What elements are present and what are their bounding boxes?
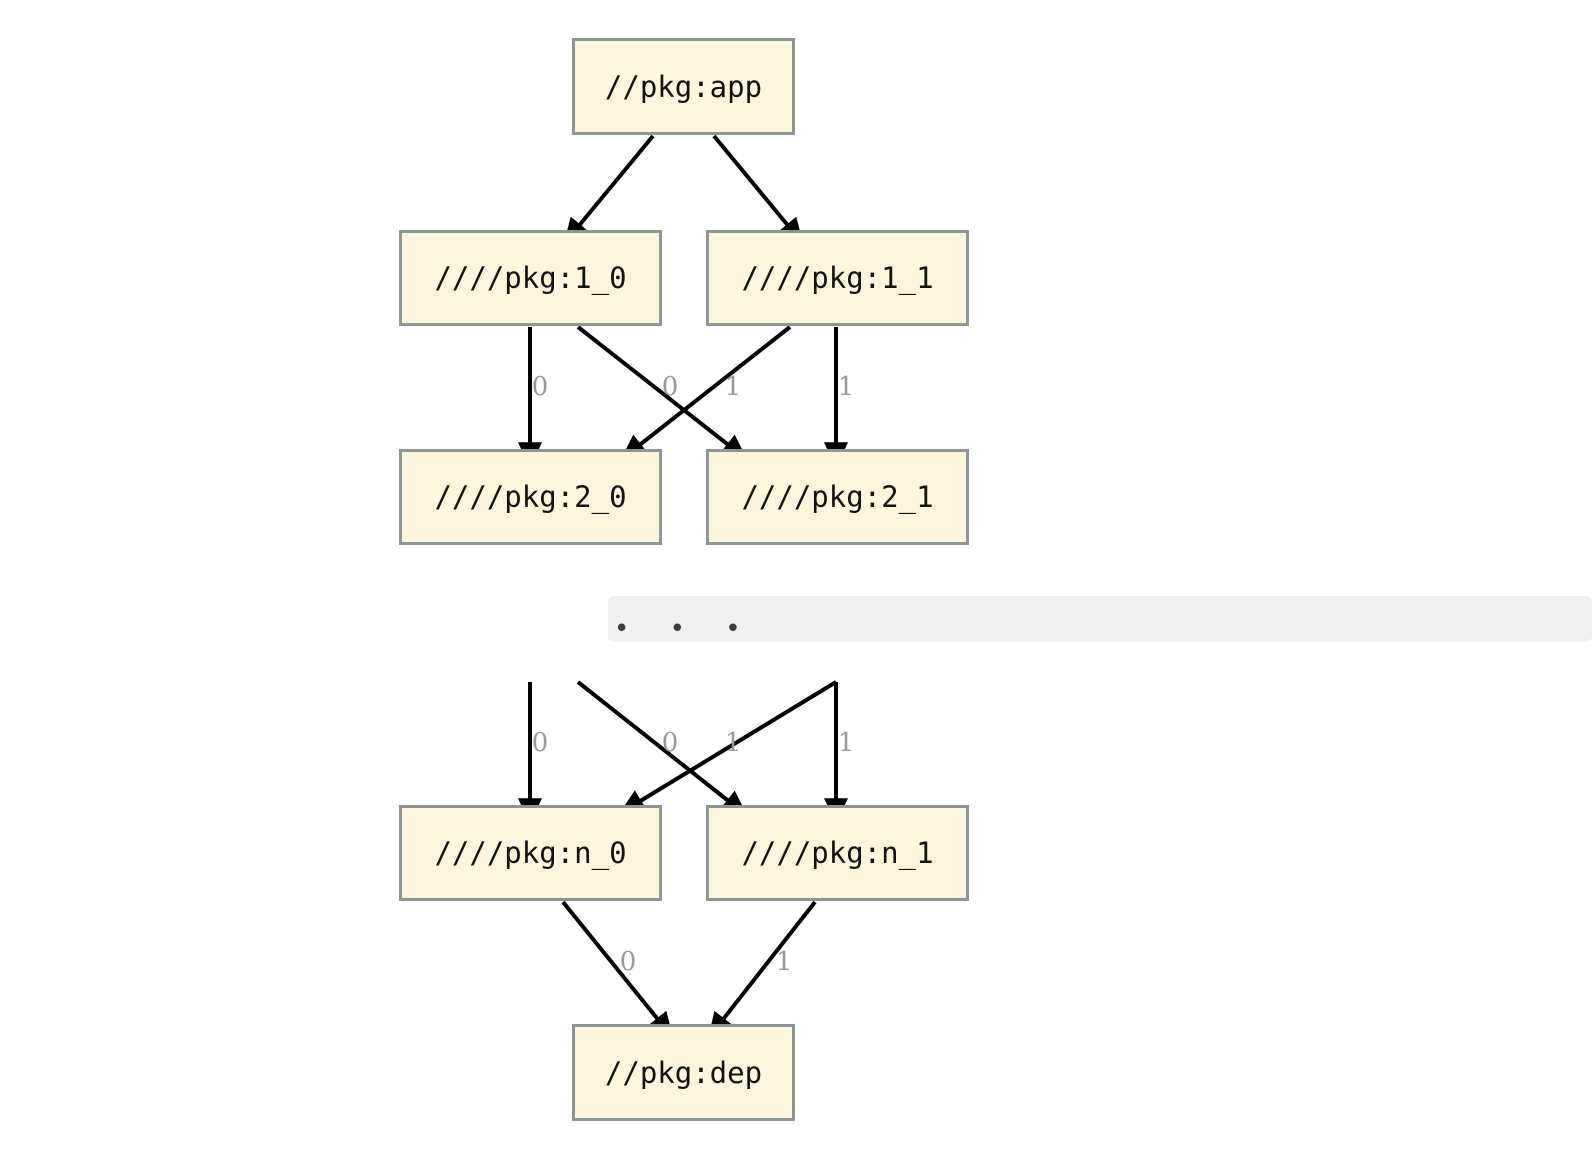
edge-upstream-to-ln_1 [576,680,748,817]
node-l2_0[interactable]: ////pkg:2_0 [399,449,662,545]
node-dep[interactable]: //pkg:dep [572,1024,795,1121]
edge-label: 1 [775,947,793,977]
edge-label: 1 [837,372,855,402]
node-label: ////pkg:2_1 [741,480,934,514]
edge-ln_0-to-dep [561,900,674,1039]
edge-app-to-l1_1 [712,134,804,245]
node-app[interactable]: //pkg:app [572,38,795,135]
edge-l1_0-to-l2_1 [576,325,748,461]
edge-upstream-to-ln_0 [618,680,838,815]
node-ln_0[interactable]: ////pkg:n_0 [399,805,662,901]
edge-l1_1-to-l2_0 [620,325,792,461]
edge-label: 1 [837,728,855,758]
edge-group [518,134,848,1039]
edge-label: 0 [661,728,679,758]
edge-label: 1 [724,372,742,402]
edge-label: 0 [531,728,549,758]
node-l1_1[interactable]: ////pkg:1_1 [706,230,969,326]
node-label: //pkg:dep [604,1055,763,1090]
edge-ln_1-to-dep [707,900,817,1039]
node-label: ////pkg:1_1 [741,261,934,295]
node-label: ////pkg:2_0 [434,480,627,514]
node-l1_0[interactable]: ////pkg:1_0 [399,230,662,326]
ellipsis-dots: • • • [614,614,757,644]
edge-label: 0 [619,947,637,977]
node-label: ////pkg:n_1 [741,836,934,870]
ellipsis-band: • • • [608,596,1592,642]
edge-label: 1 [724,728,742,758]
edge-app-to-l1_0 [563,134,655,245]
node-label: ////pkg:1_0 [434,261,627,295]
edge-label: 0 [661,372,679,402]
node-ln_1[interactable]: ////pkg:n_1 [706,805,969,901]
edge-label: 0 [531,372,549,402]
node-l2_1[interactable]: ////pkg:2_1 [706,449,969,545]
node-label: ////pkg:n_0 [434,836,627,870]
node-label: //pkg:app [604,69,763,104]
